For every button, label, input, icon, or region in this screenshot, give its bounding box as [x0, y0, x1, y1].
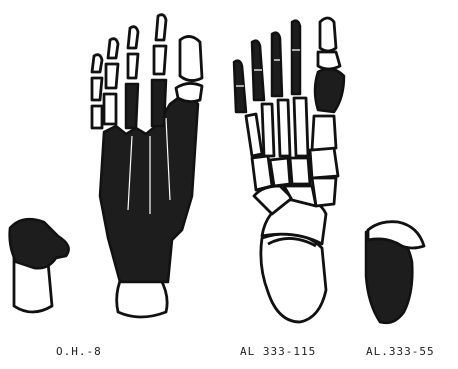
talus-fragment-left [10, 219, 69, 312]
foot-al333-115 [234, 18, 344, 322]
bone-al333-55 [366, 222, 424, 323]
foot-oh8 [92, 15, 202, 317]
label-al333-115: AL 333-115 [240, 345, 316, 358]
label-oh8: O.H.-8 [56, 345, 102, 358]
label-al333-55: AL.333-55 [366, 345, 435, 358]
